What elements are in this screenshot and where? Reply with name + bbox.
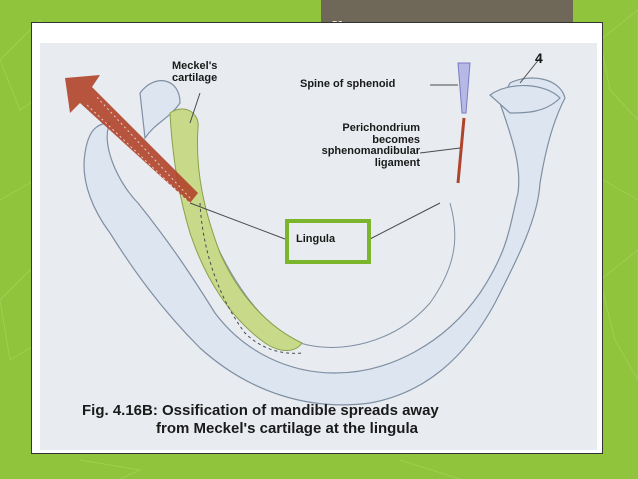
leader-lingula-right	[369, 202, 441, 240]
label-meckels-cartilage: Meckel's cartilage	[172, 60, 218, 84]
inner-border	[199, 202, 456, 348]
leader-marker	[519, 57, 541, 84]
mandible-bone	[83, 77, 566, 406]
dashed-line	[199, 202, 303, 354]
lingula-highlight-box	[285, 219, 371, 264]
mandible-figure: Meckel's cartilage Spine of sphenoid Per…	[40, 43, 597, 450]
condyle-left	[139, 80, 181, 140]
meckels-cartilage	[169, 108, 303, 351]
caption-line-2: from Meckel's cartilage at the lingula	[156, 420, 418, 437]
label-spine-of-sphenoid: Spine of sphenoid	[300, 78, 396, 90]
leader-perichondrium	[419, 147, 461, 154]
sphenoid-spine	[457, 62, 471, 114]
label-lingula: Lingula	[296, 233, 336, 245]
leader-lingula-left	[189, 202, 286, 240]
mandible-illustration	[65, 57, 566, 406]
figure-caption: Fig. 4.16B: Ossification of mandible spr…	[82, 402, 552, 438]
condyle-right	[489, 84, 561, 114]
leader-meckels	[189, 92, 201, 124]
sphenomandibular-ligament	[456, 117, 466, 184]
label-perichondrium: Perichondrium becomes sphenomandibular l…	[321, 122, 420, 169]
caption-line-1: Fig. 4.16B: Ossification of mandible spr…	[82, 402, 439, 419]
figure-marker: 4	[535, 50, 543, 66]
